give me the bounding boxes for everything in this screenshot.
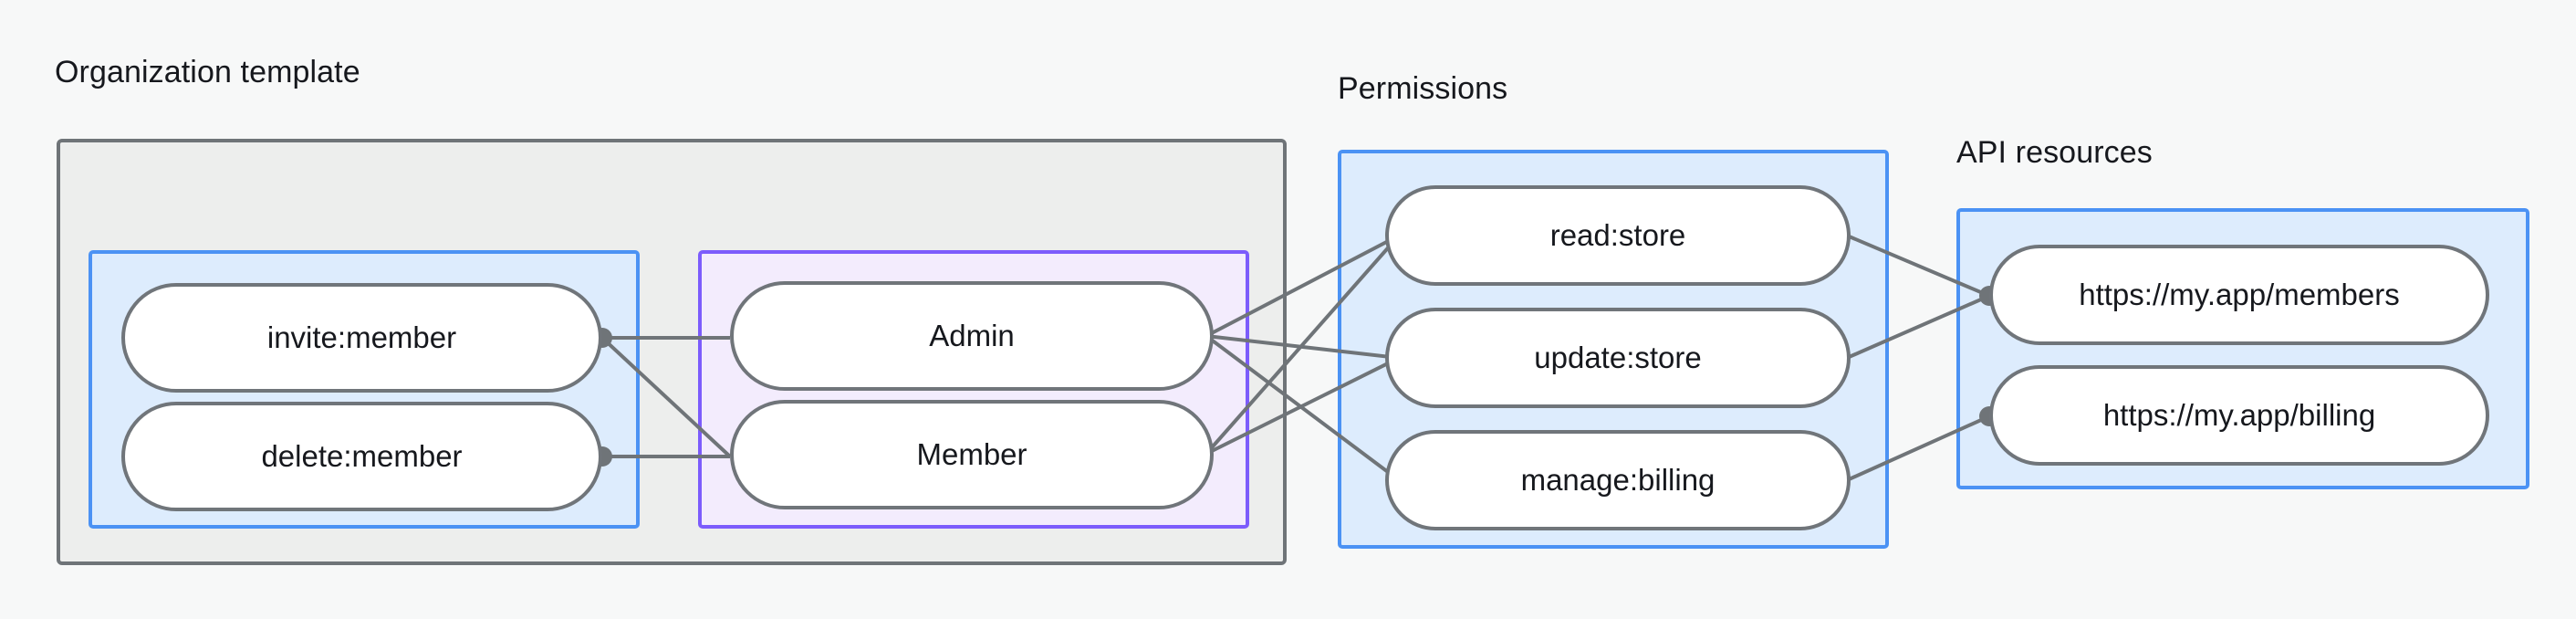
node-members-resource-label: https://my.app/members <box>2079 278 2400 311</box>
node-read-store-label: read:store <box>1549 218 1686 252</box>
node-member[interactable]: Member <box>730 400 1214 509</box>
node-admin-label: Admin <box>929 319 1015 352</box>
node-invite-member[interactable]: invite:member <box>121 283 602 393</box>
node-update-store[interactable]: update:store <box>1385 308 1851 408</box>
node-members-resource[interactable]: https://my.app/members <box>1989 245 2489 345</box>
node-read-store[interactable]: read:store <box>1385 185 1851 286</box>
node-member-label: Member <box>916 437 1027 471</box>
organization-template-title: Organization template <box>55 55 360 89</box>
node-update-store-label: update:store <box>1534 341 1702 374</box>
permissions-title: Permissions <box>1338 71 1508 106</box>
node-manage-billing[interactable]: manage:billing <box>1385 430 1851 530</box>
node-billing-resource-label: https://my.app/billing <box>2102 398 2376 432</box>
node-manage-billing-label: manage:billing <box>1520 463 1716 497</box>
node-invite-member-label: invite:member <box>266 320 457 354</box>
api-resources-title: API resources <box>1956 135 2153 170</box>
node-billing-resource[interactable]: https://my.app/billing <box>1989 365 2489 466</box>
node-delete-member-label: delete:member <box>261 439 463 473</box>
node-delete-member[interactable]: delete:member <box>121 402 602 511</box>
node-admin[interactable]: Admin <box>730 281 1214 391</box>
